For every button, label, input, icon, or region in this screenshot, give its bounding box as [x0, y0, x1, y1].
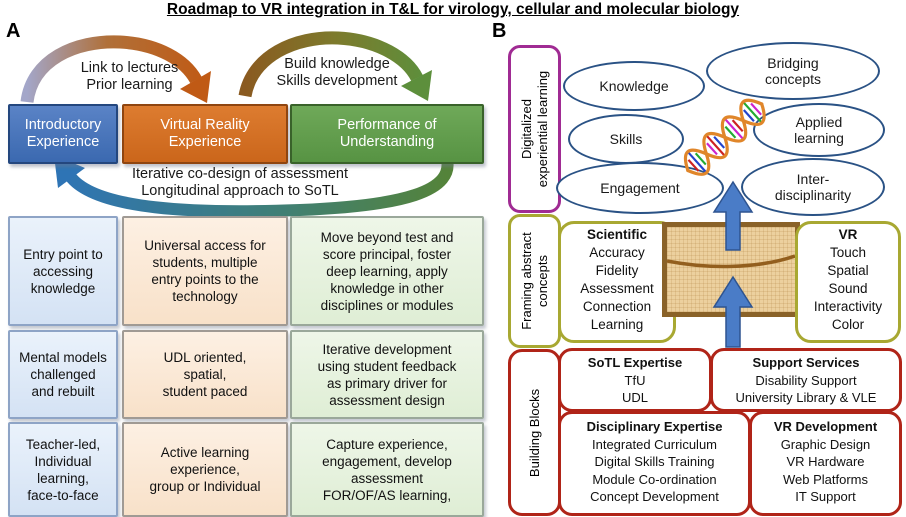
vr-item: Interactivity	[813, 299, 883, 314]
ellipse-interdisciplinarity: Inter- disciplinarity	[741, 158, 885, 216]
sotl-item: TfU	[624, 372, 646, 388]
arc-build-knowledge	[238, 31, 432, 101]
support-services-title: Support Services	[752, 355, 860, 370]
ellipse-knowledge: Knowledge	[563, 61, 705, 111]
grid-cell-active-learning: Active learning experience, group or Ind…	[122, 422, 288, 517]
vr-development-title: VR Development	[773, 419, 878, 434]
vr-item: Touch	[829, 245, 867, 260]
scientific-concepts-box: Scientific Accuracy Fidelity Assessment …	[558, 221, 676, 343]
grid-cell-mental-models: Mental models challenged and rebuilt	[8, 330, 118, 419]
vr-item: Color	[831, 317, 865, 332]
vr-development-item: IT Support	[795, 489, 856, 504]
ellipse-bridging-concepts: Bridging concepts	[706, 42, 880, 100]
dna-helix-icon	[683, 98, 766, 176]
stage-performance-of-understanding: Performance of Understanding	[290, 104, 484, 164]
membrane-curve-graphic	[667, 254, 795, 269]
stage-introductory-experience: Introductory Experience	[8, 104, 118, 164]
ellipse-skills: Skills	[568, 114, 684, 164]
sotl-item: UDL	[621, 390, 648, 405]
side-label-digitalized-experiential-learning: Digitalized experiential learning	[508, 45, 561, 213]
cycle-arrows-graphic	[20, 31, 454, 218]
disciplinary-item: Concept Development	[590, 489, 719, 504]
scientific-item: Learning	[590, 317, 644, 332]
support-services-box: Support Services Disability Support Univ…	[710, 348, 902, 412]
vr-development-item: Graphic Design	[780, 436, 871, 452]
vr-development-item: VR Hardware	[786, 454, 865, 469]
upward-arrow-icon	[712, 275, 754, 348]
upward-arrow-icon	[712, 180, 754, 251]
disciplinary-expertise-title: Disciplinary Expertise	[586, 419, 723, 434]
side-label-building-blocks: Building Blocks	[508, 349, 561, 516]
arc-label-link-to-lectures: Link to lectures Prior learning	[80, 60, 179, 93]
vr-development-item: Web Platforms	[782, 471, 868, 487]
side-label-framing-abstract-concepts: Framing abstract concepts	[508, 214, 561, 348]
support-item: University Library & VLE	[735, 390, 877, 405]
vr-concepts-box: VR Touch Spatial Sound Interactivity Col…	[795, 221, 901, 343]
sotl-expertise-title: SoTL Expertise	[587, 355, 683, 370]
vr-development-box: VR Development Graphic Design VR Hardwar…	[749, 411, 902, 516]
disciplinary-item: Digital Skills Training	[594, 454, 715, 469]
vr-item: Sound	[828, 281, 868, 296]
ellipse-applied-learning: Applied learning	[753, 103, 885, 157]
side-label-text: Digitalized experiential learning	[518, 70, 550, 188]
sotl-expertise-box: SoTL Expertise TfU UDL	[558, 348, 712, 412]
scientific-title: Scientific	[586, 227, 648, 242]
side-label-text: Building Blocks	[526, 388, 542, 477]
ellipse-engagement: Engagement	[556, 162, 724, 214]
vr-item: Spatial	[827, 263, 869, 278]
scientific-item: Accuracy	[589, 245, 645, 260]
support-item: Disability Support	[755, 372, 857, 388]
grid-cell-entry-point: Entry point to accessing knowledge	[8, 216, 118, 326]
panel-a-label: A	[6, 20, 21, 42]
grid-cell-move-beyond-test: Move beyond test and score principal, fo…	[290, 216, 484, 326]
arc-link-to-lectures	[20, 35, 211, 104]
grid-cell-universal-access: Universal access for students, multiple …	[122, 216, 288, 326]
grid-cell-iterative-development: Iterative development using student feed…	[290, 330, 484, 419]
grid-cell-udl-oriented: UDL oriented, spatial, student paced	[122, 330, 288, 419]
disciplinary-item: Integrated Curriculum	[592, 436, 717, 452]
vr-title: VR	[838, 227, 858, 242]
scientific-item: Assessment	[580, 281, 654, 296]
page-title: Roadmap to VR integration in T&L for vir…	[166, 1, 740, 18]
arc-label-iterative-codesign: Iterative co-design of assessment Longit…	[132, 166, 348, 199]
scientific-item: Fidelity	[595, 263, 639, 278]
grid-cell-capture-experience: Capture experience, engagement, develop …	[290, 422, 484, 517]
grid-cell-teacher-led: Teacher-led, Individual learning, face-t…	[8, 422, 118, 517]
disciplinary-item: Module Co-ordination	[592, 471, 717, 487]
arc-label-build-knowledge: Build knowledge Skills development	[276, 56, 398, 89]
scientific-item: Connection	[582, 299, 652, 314]
panel-b-label: B	[492, 20, 507, 42]
side-label-text: Framing abstract concepts	[518, 232, 550, 330]
stage-virtual-reality-experience: Virtual Reality Experience	[122, 104, 288, 164]
disciplinary-expertise-box: Disciplinary Expertise Integrated Curric…	[558, 411, 751, 516]
